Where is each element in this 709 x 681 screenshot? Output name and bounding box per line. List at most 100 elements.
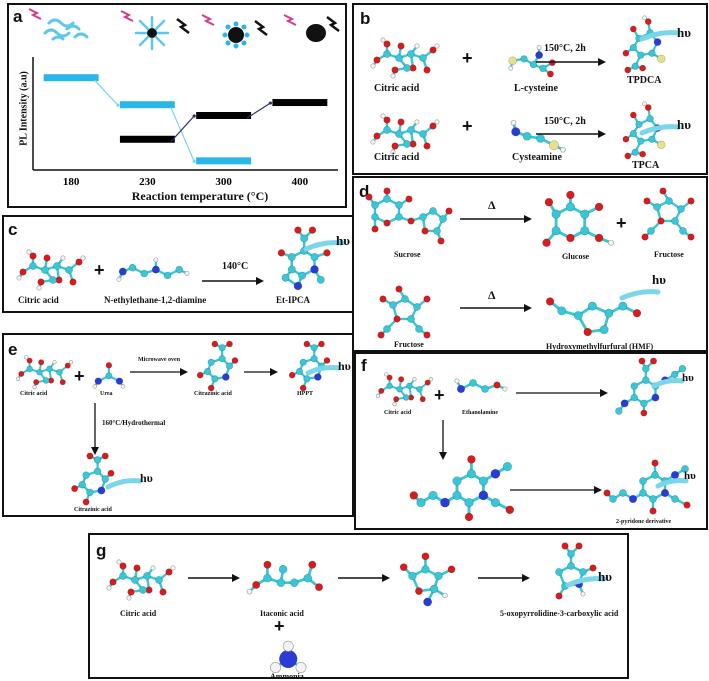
reactant-label: Sucrose [394, 250, 421, 259]
arrow-head [192, 159, 196, 163]
reaction-condition: 150°C, 2h [544, 116, 586, 127]
reaction-condition: 150°C, 2h [544, 43, 586, 54]
hydrogen-atom [384, 372, 389, 377]
hydrogen-atom [580, 591, 586, 597]
oxygen-atom [622, 49, 630, 57]
oxygen-atom [86, 452, 94, 460]
carbon-atom [630, 382, 639, 390]
oxygen-atom [105, 362, 113, 369]
intensity-level-bar [43, 74, 99, 82]
carbon-atom [579, 568, 587, 576]
oxopyrrolidine-molecule [555, 542, 597, 600]
urea-molecule [92, 362, 126, 389]
carbon-atom [407, 315, 415, 323]
lightning-icon [201, 14, 215, 26]
hydrogen-atom [375, 393, 381, 398]
carbon-atom [139, 586, 147, 594]
carbon-atom [671, 495, 679, 503]
plus-sign: + [462, 116, 473, 136]
hydrogen-atom [26, 249, 32, 255]
oxygen-atom [386, 374, 393, 381]
oxygen-atom [583, 327, 592, 337]
nitrogen-atom [653, 38, 662, 46]
nitrogen-atom [660, 488, 670, 498]
x-axis-label: Reaction temperature (°C) [131, 189, 269, 203]
amide-intermediate-molecule [399, 552, 456, 607]
arrow-head [116, 103, 120, 107]
hydrogen-atom [15, 376, 21, 381]
carbon-atom [502, 461, 513, 472]
hydrogen-atom [52, 360, 57, 365]
oxygen-atom [159, 588, 167, 596]
hydrogen-atom [560, 146, 566, 153]
reaction-condition: 160°C/Hydrothermal [102, 419, 166, 427]
oxygen-atom [373, 132, 381, 140]
carbon-atom [218, 355, 226, 363]
hv-label: hυ [677, 25, 691, 40]
product-label: Fructose [654, 250, 684, 259]
reactant-label: Citric acid [384, 410, 412, 416]
oxygen-atom [687, 197, 695, 205]
dimer-molecule [409, 455, 515, 522]
carbon-atom [389, 301, 397, 309]
carbon-atom [539, 64, 547, 73]
carbon-atom [303, 375, 311, 383]
oxygen-atom [397, 42, 405, 50]
et-ipca-molecule [277, 226, 331, 291]
carbon-atom [41, 266, 49, 274]
panel-f: f Citric acid + Ethanolamine hυ hυ 2-pyr… [354, 352, 708, 530]
carbon-atom [300, 234, 309, 243]
itaconic-acid-molecule [246, 560, 324, 595]
carbon-atom [53, 262, 61, 270]
hydrogen-atom [126, 595, 132, 601]
oxygen-atom [226, 340, 233, 348]
nitrogen-atom [151, 265, 160, 274]
oxygen-atom [575, 542, 583, 550]
sulfur-atom [657, 140, 666, 150]
carbon-atom [469, 379, 477, 387]
reactant-label: Citric acid [374, 83, 420, 94]
oxygen-atom [493, 381, 501, 389]
oxygen-atom [561, 542, 569, 550]
oxygen-atom [398, 376, 405, 383]
carbon-atom [295, 367, 304, 376]
oxygen-atom [133, 564, 141, 572]
reactant-label: Ethanolamine [462, 410, 499, 416]
panel-b: b Citric acid + L-cysteine 150°C, 2h hυ … [352, 3, 708, 175]
oxygen-atom [594, 202, 604, 212]
carbon-atom [289, 578, 299, 588]
hydrogen-atom [390, 73, 396, 79]
panel-label-c: c [8, 220, 18, 239]
product-label: HPPT [297, 391, 313, 397]
hydrogen-atom [370, 63, 376, 69]
carbon-atom [609, 495, 617, 503]
oxygen-atom [43, 254, 51, 262]
hydrogen-atom [106, 585, 112, 591]
hydrogen-atom [392, 402, 397, 407]
hydrogen-atom [120, 384, 126, 389]
oxygen-atom [393, 396, 400, 403]
carbon-atom [131, 576, 139, 584]
lightning-icon [28, 8, 42, 20]
oxygen-atom [643, 197, 651, 205]
product-label: Et-IPCA [276, 295, 310, 305]
oxygen-atom [263, 560, 272, 569]
carbon-atom [416, 385, 423, 393]
carbon-atom [416, 497, 426, 508]
emission-glow [565, 576, 607, 588]
oxygen-atom [38, 359, 45, 366]
emission-glow [651, 378, 685, 389]
panel-label-e: e [8, 340, 18, 359]
hydrogen-atom [434, 43, 440, 49]
fructose-molecule [641, 187, 695, 241]
hv-label: hυ [140, 471, 153, 485]
carbon-atom [46, 365, 53, 373]
reaction-arrow [188, 574, 240, 582]
oxygen-atom [165, 568, 173, 576]
carbon-atom [263, 573, 272, 583]
nitrogen-atom [651, 393, 660, 402]
carbon-atom [640, 399, 648, 408]
hydrogen-atom [270, 662, 281, 673]
carbon-atom [670, 370, 679, 379]
carbon-atom [635, 120, 643, 128]
